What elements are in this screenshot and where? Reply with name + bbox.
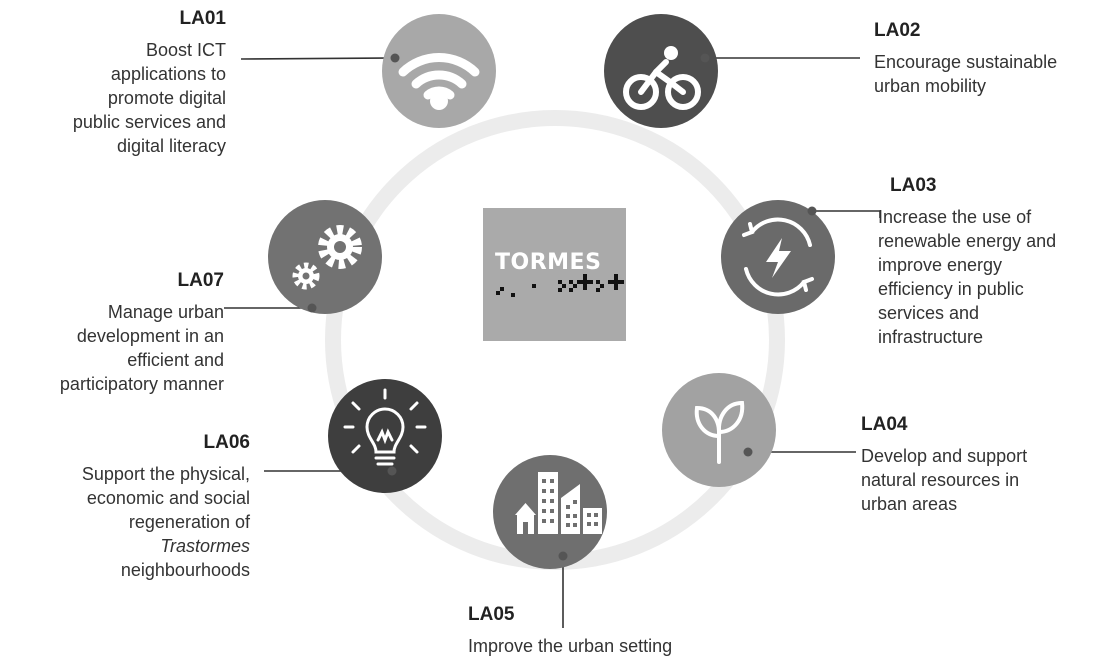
la07-description: Manage urban development in an efficient… — [60, 300, 224, 396]
la01-desc-line: promote digital — [107, 88, 226, 108]
connector-line-la01 — [240, 57, 396, 60]
la03-desc-line: renewable energy and — [878, 231, 1057, 251]
la03-desc-line: services and — [878, 303, 980, 323]
la04-desc-line: natural resources in — [861, 470, 1020, 490]
la03-description: Increase the use of renewable energy and… — [878, 205, 1056, 349]
la03-desc-line: efficiency in public — [878, 279, 1024, 299]
connector-dot-la07 — [307, 303, 317, 313]
la03-desc-line: improve energy — [878, 255, 1003, 275]
la01-label: LA01 Boost ICT applications to promote d… — [73, 8, 226, 158]
la03-desc-line: Increase the use of — [878, 207, 1032, 227]
la07-label: LA07 Manage urban development in an effi… — [60, 270, 224, 396]
logo-text: TORMES — [495, 250, 602, 275]
la02-description: Encourage sustainable urban mobility — [874, 50, 1057, 98]
sprout-icon — [694, 400, 745, 464]
la02-code: LA02 — [874, 20, 921, 41]
connector-dot-la06 — [387, 466, 397, 476]
lightbulb-icon — [343, 388, 427, 466]
la03-node — [721, 200, 835, 314]
la06-code: LA06 — [203, 432, 250, 453]
tormes-logo: TORMES — [483, 208, 626, 341]
la05-description: Improve the urban setting — [468, 634, 672, 658]
la07-desc-line: development in an — [76, 326, 224, 346]
la02-desc-line: Encourage sustainable — [874, 52, 1058, 72]
connector-dot-la02 — [700, 53, 710, 63]
la03-desc-line: infrastructure — [878, 327, 984, 347]
la06-node — [328, 379, 442, 493]
logo-plus-marks — [496, 274, 624, 297]
la07-desc-line: Manage urban — [107, 302, 224, 322]
la07-code: LA07 — [177, 270, 224, 291]
la05-desc-line: Improve the urban setting — [468, 636, 673, 656]
renewable-energy-icon — [742, 217, 814, 297]
bicycle-icon — [623, 59, 701, 110]
la03-label: LA03 Increase the use of renewable energ… — [878, 175, 1056, 349]
la04-code: LA04 — [861, 414, 908, 435]
connector-line-la03 — [812, 210, 881, 218]
la06-desc-line: neighbourhoods — [120, 560, 250, 580]
connector-dot-la03 — [807, 206, 817, 216]
la07-desc-line: participatory manner — [59, 374, 224, 394]
la01-code: LA01 — [179, 8, 226, 29]
la04-desc-line: Develop and support — [861, 446, 1028, 466]
la07-desc-line: efficient and — [127, 350, 224, 370]
la05-code: LA05 — [468, 604, 515, 625]
la07-node — [268, 200, 382, 314]
la01-desc-line: digital literacy — [116, 136, 226, 156]
la01-desc-line: Boost ICT — [145, 40, 226, 60]
la01-desc-line: public services and — [72, 112, 226, 132]
la03-code: LA03 — [890, 175, 937, 196]
la06-desc-line: regeneration of — [128, 512, 250, 532]
la01-node — [382, 14, 496, 128]
connector-dot-la04 — [743, 447, 753, 457]
la02-node — [604, 14, 718, 128]
la05-label: LA05 Improve the urban setting — [468, 604, 672, 658]
la04-label: LA04 Develop and support natural resourc… — [861, 414, 1027, 516]
la06-label: LA06 Support the physical, economic and … — [82, 432, 250, 582]
la04-description: Develop and support natural resources in… — [861, 444, 1027, 516]
la02-label: LA02 Encourage sustainable urban mobilit… — [874, 20, 1057, 98]
connector-dot-la01 — [390, 53, 400, 63]
wifi-icon — [398, 53, 480, 100]
la06-desc-line: economic and social — [86, 488, 250, 508]
connector-dot-la05 — [558, 551, 568, 561]
la02-desc-line: urban mobility — [874, 76, 987, 96]
la06-desc-italic: Trastormes — [160, 536, 250, 556]
la06-desc-line: Support the physical, — [81, 464, 250, 484]
la01-desc-line: applications to — [110, 64, 226, 84]
la01-description: Boost ICT applications to promote digita… — [73, 38, 226, 158]
buildings-icon — [515, 472, 602, 534]
la05-node — [493, 455, 607, 569]
la07-circle — [268, 200, 382, 314]
la06-description: Support the physical, economic and socia… — [82, 462, 250, 582]
gears-icon — [292, 225, 362, 290]
la04-node — [662, 373, 776, 487]
la04-desc-line: urban areas — [861, 494, 958, 514]
